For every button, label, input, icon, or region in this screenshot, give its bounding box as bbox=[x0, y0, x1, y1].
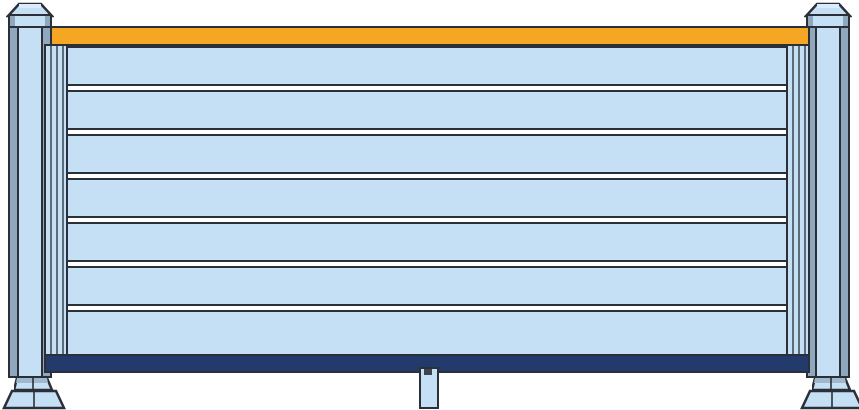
stile-right[interactable] bbox=[786, 44, 810, 356]
post-right-shade-right bbox=[841, 28, 848, 376]
infill-rail-7[interactable] bbox=[62, 310, 798, 356]
post-left-shade-left bbox=[10, 28, 17, 376]
post-right-edge-line-right bbox=[839, 28, 841, 376]
drop-bolt[interactable] bbox=[419, 367, 439, 409]
stile-left-line-c bbox=[62, 46, 64, 354]
stile-right-line-b bbox=[798, 46, 800, 354]
stile-left-line-b bbox=[56, 46, 58, 354]
post-left-cap-icon bbox=[6, 2, 54, 18]
post-right-base-lower bbox=[800, 389, 859, 410]
post-right-shade-left bbox=[808, 28, 815, 376]
post-left-collar-shade-right bbox=[45, 16, 50, 26]
post-left-base-lower bbox=[2, 389, 66, 410]
stile-left[interactable] bbox=[44, 44, 68, 356]
post-right-collar-shade bbox=[808, 16, 813, 26]
post-right-cap-icon bbox=[804, 2, 852, 18]
infill-rail-1[interactable] bbox=[62, 46, 798, 86]
post-right-collar-shade-right bbox=[843, 16, 848, 26]
stile-right-line-c bbox=[804, 46, 806, 354]
post-left-base-upper bbox=[14, 376, 54, 392]
post-left-collar-shade bbox=[10, 16, 15, 26]
infill-rail-6[interactable] bbox=[62, 266, 798, 306]
drop-bolt-cap-icon bbox=[424, 369, 432, 375]
post-right-group[interactable] bbox=[779, 0, 859, 410]
infill-rail-4[interactable] bbox=[62, 178, 798, 218]
stile-left-line-a bbox=[50, 46, 52, 354]
rail-top[interactable] bbox=[50, 26, 810, 46]
infill-rail-5[interactable] bbox=[62, 222, 798, 262]
post-left-edge-line bbox=[17, 28, 19, 376]
post-right-base-upper bbox=[812, 376, 852, 392]
post-right-edge-line bbox=[815, 28, 817, 376]
post-left-edge-line-right bbox=[41, 28, 43, 376]
infill-rail-2[interactable] bbox=[62, 90, 798, 130]
stile-right-line-a bbox=[792, 46, 794, 354]
infill-rail-3[interactable] bbox=[62, 134, 798, 174]
